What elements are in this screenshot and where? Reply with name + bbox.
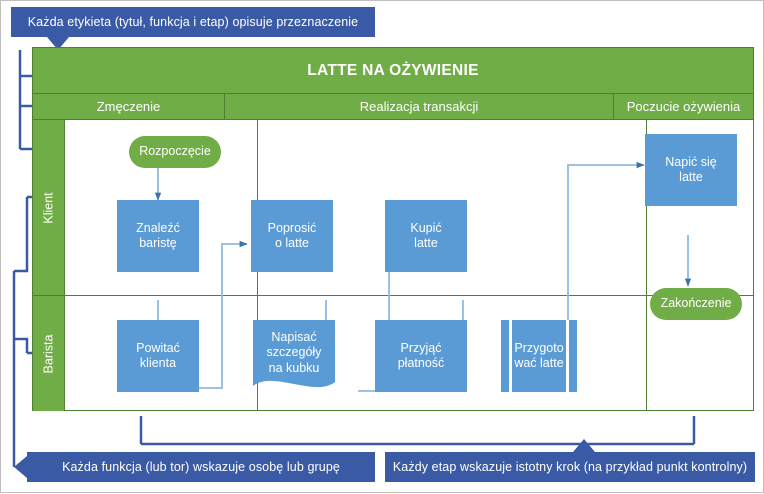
predefined-process-bar-right [566,320,569,392]
lane-header-klient: Klient [33,120,65,295]
shape-label: Napisać szczegóły na kubku [266,330,322,375]
chart-title: LATTE NA OŻYWIENIE [307,61,479,79]
shape-ask-for-latte[interactable]: Poprosić o latte [251,200,333,272]
column-divider-2 [646,296,647,411]
column-divider-2 [646,120,647,295]
shape-start[interactable]: Rozpoczęcie [129,136,221,168]
lane-header-barista: Barista [33,296,65,411]
phase-header-row: Zmęczenie Realizacja transakcji Poczucie… [33,94,753,120]
phase-label: Realizacja transakcji [359,99,479,114]
predefined-process-bar-left [509,320,512,392]
callout-bottom-right-tail [573,439,595,452]
shape-label: Przygoto wać latte [514,340,564,370]
shape-buy-latte[interactable]: Kupić latte [385,200,467,272]
callout-label-bottom-left: Każda funkcja (lub tor) wskazuje osobę l… [14,452,375,482]
callout-bottom-left-text: Każda funkcja (lub tor) wskazuje osobę l… [62,460,340,474]
callout-top-tail [47,37,69,50]
chart-title-band: LATTE NA OŻYWIENIE [33,48,753,94]
lane-label: Barista [41,334,56,373]
callout-label-top: Każda etykieta (tytuł, funkcja i etap) o… [11,7,375,50]
phase-label: Zmęczenie [96,99,161,114]
shape-write-details-on-cup[interactable]: Napisać szczegóły na kubku [253,320,335,396]
shape-drink-latte[interactable]: Napić się latte [645,134,737,206]
phase-header-poczucie: Poczucie ożywienia [614,94,753,119]
document-shape-outline [253,320,335,388]
phase-header-zmeczenie: Zmęczenie [33,94,225,119]
callout-bottom-left-tail [14,456,27,478]
shape-find-barista[interactable]: Znaleźć baristę [117,200,199,272]
shape-greet-customer[interactable]: Powitać klienta [117,320,199,392]
shape-end[interactable]: Zakończenie [650,288,742,320]
shape-prepare-latte[interactable]: Przygoto wać latte [501,320,577,392]
phase-label: Poczucie ożywienia [626,99,741,114]
shape-accept-payment[interactable]: Przyjąć płatność [375,320,467,392]
callout-top-text: Każda etykieta (tytuł, funkcja i etap) o… [27,15,359,29]
swimlane-chart: LATTE NA OŻYWIENIE Zmęczenie Realizacja … [32,47,754,411]
callout-label-bottom-right: Każdy etap wskazuje istotny krok (na prz… [385,439,755,482]
phase-header-realizacja: Realizacja transakcji [225,94,614,119]
lane-label: Klient [41,191,56,224]
callout-bottom-right-text: Każdy etap wskazuje istotny krok (na prz… [392,460,748,474]
